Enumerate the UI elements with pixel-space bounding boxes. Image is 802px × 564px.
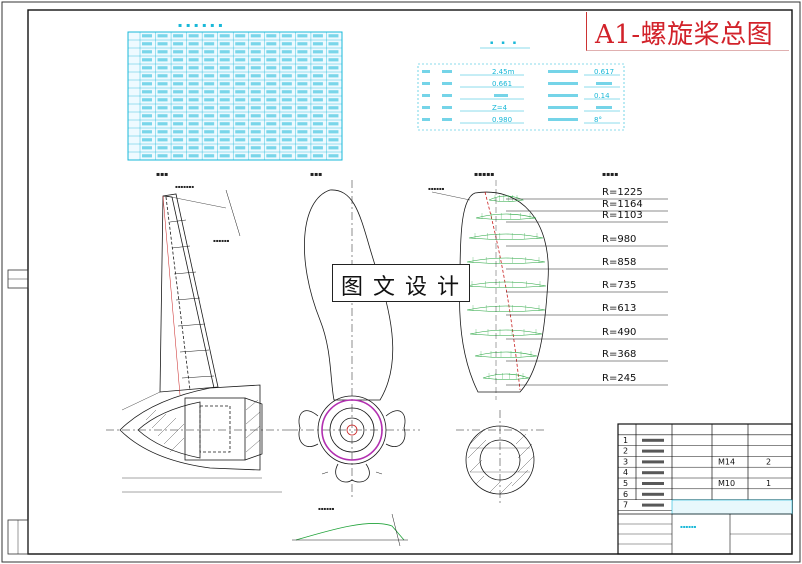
param-value: 0.661 (492, 80, 512, 88)
radius-label: R=980 (602, 234, 636, 245)
radius-label: R=1164 (602, 199, 643, 210)
part-number: 2 (623, 447, 628, 456)
svg-text:▪▪▪: ▪▪▪ (156, 171, 168, 178)
part-number: 3 (623, 457, 628, 466)
svg-text:▪▪▪▪▪▪: ▪▪▪▪▪▪ (318, 506, 335, 511)
watermark-text: 图文设计 (341, 275, 470, 300)
part-size: M10 (718, 479, 735, 488)
svg-text:▪▪▪▪▪▪: ▪▪▪▪▪▪ (680, 524, 697, 529)
radius-label: R=1225 (602, 187, 643, 198)
svg-text:▪▪▪▪: ▪▪▪▪ (602, 171, 618, 178)
radius-label: R=490 (602, 327, 636, 338)
binding-strip (7, 269, 29, 555)
part-number: 1 (623, 436, 628, 445)
part-size: M14 (718, 457, 735, 466)
front-view: ▪▪▪ (290, 171, 420, 500)
radius-distribution: ▪▪▪▪ R=1225R=1164R=1103R=980R=858R=735R=… (506, 171, 668, 386)
expanded-blade-view: ▪▪▪▪▪ ▪▪▪▪▪▪ (428, 171, 549, 400)
side-view: ▪▪▪ ▪▪▪▪▪▪▪ ▪▪▪▪▪▪ (106, 171, 292, 493)
watermark-box: 图文设计 (332, 264, 470, 302)
param-value: 0.14 (594, 92, 610, 100)
part-number: 4 (623, 468, 628, 477)
radius-label: R=245 (602, 373, 636, 384)
main-parameter-table: ▪▪▪ 2.45m 0.617 0.661 0.14Z=4 0.980 8° (417, 40, 625, 131)
svg-text:▪▪▪▪▪▪▪: ▪▪▪▪▪▪▪ (175, 184, 194, 189)
drawing-title-banner: A1-螺旋桨总图 (586, 12, 789, 51)
radius-label: R=1103 (602, 210, 643, 221)
svg-text:▪▪▪▪▪▪: ▪▪▪▪▪▪ (213, 238, 230, 243)
tip-section-view: ▪▪▪▪▪▪ (292, 506, 408, 547)
part-number: 6 (623, 490, 628, 499)
radius-label: R=613 (602, 303, 636, 314)
part-qty: 1 (766, 479, 771, 488)
param-value: 8° (594, 116, 602, 124)
part-number: 5 (623, 479, 628, 488)
param-value: Z=4 (492, 104, 508, 112)
part-qty: 2 (766, 457, 771, 466)
drawing-title: A1-螺旋桨总图 (595, 20, 774, 50)
radius-label: R=368 (602, 349, 636, 360)
svg-text:▪▪▪: ▪▪▪ (310, 171, 322, 178)
svg-text:▪▪▪: ▪▪▪ (490, 40, 524, 46)
radius-label: R=858 (602, 257, 636, 268)
param-value: 0.617 (594, 68, 614, 76)
radius-label: R=735 (602, 280, 636, 291)
part-number: 7 (623, 501, 628, 510)
svg-text:▪▪▪▪▪: ▪▪▪▪▪ (474, 171, 494, 178)
param-value: 2.45m (492, 68, 515, 76)
svg-text:▪▪▪▪▪▪: ▪▪▪▪▪▪ (178, 22, 226, 29)
blade-section-table: ▪▪▪▪▪▪ (127, 22, 343, 161)
param-value: 0.980 (492, 116, 512, 124)
svg-text:▪▪▪▪▪▪: ▪▪▪▪▪▪ (428, 186, 445, 191)
hub-section-view (456, 410, 546, 504)
